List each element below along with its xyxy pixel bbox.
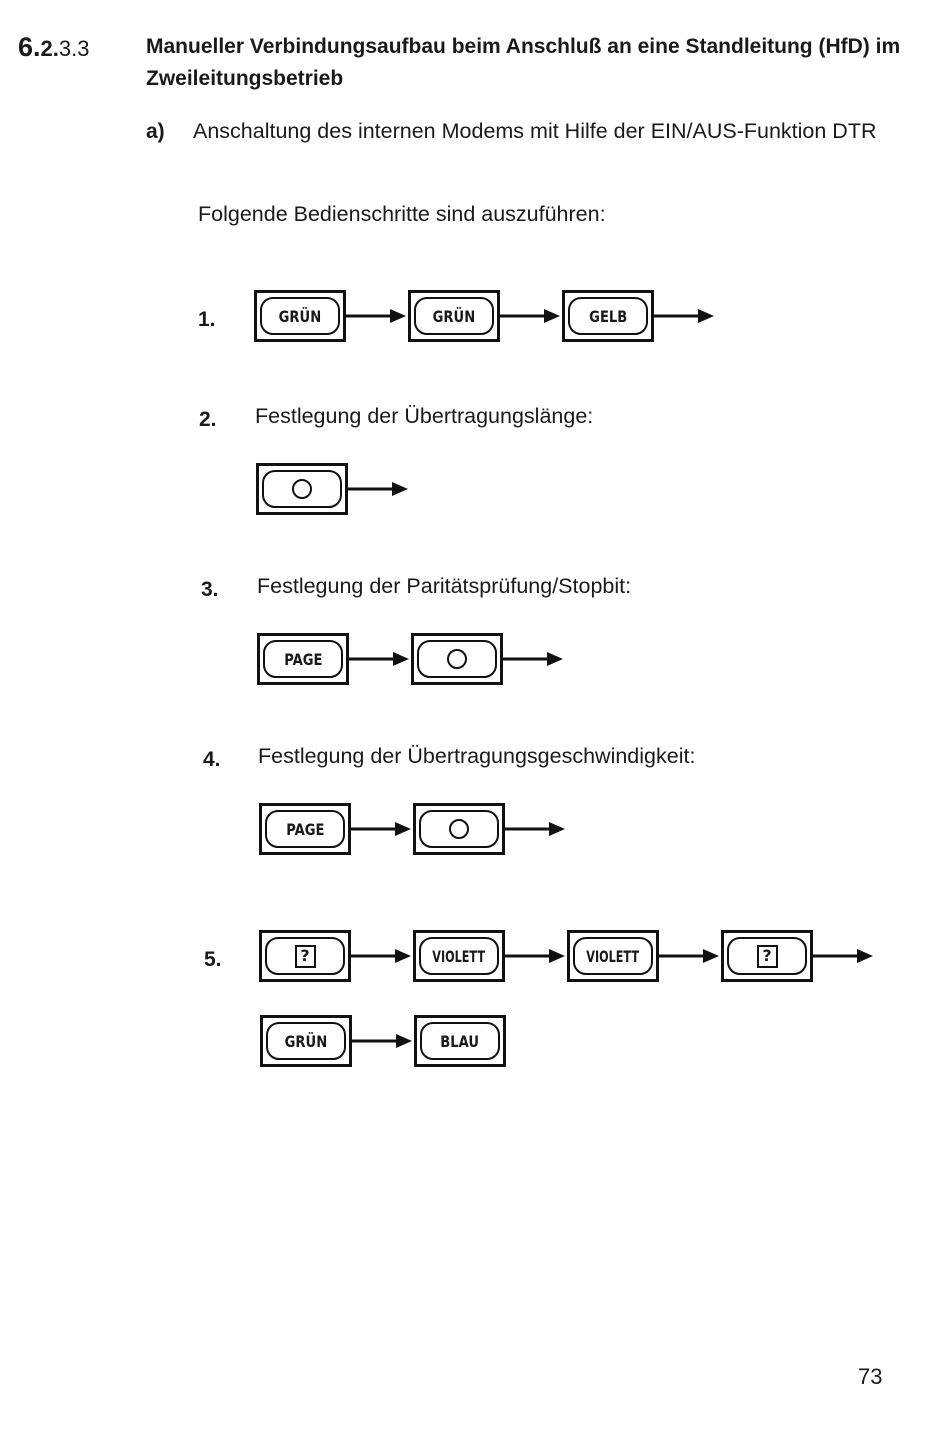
key-blau[interactable]: BLAU: [414, 1015, 506, 1067]
arrow-icon: [813, 949, 873, 963]
key-gruen[interactable]: GRÜN: [408, 290, 500, 342]
key-circle[interactable]: [256, 463, 348, 515]
key-violett[interactable]: VIOLETT: [413, 930, 505, 982]
arrow-icon: [505, 949, 565, 963]
step-text: Festlegung der Übertragungslänge:: [255, 404, 594, 428]
subsection-text: Anschaltung des internen Modems mit Hilf…: [193, 119, 877, 143]
key-question[interactable]: ?: [721, 930, 813, 982]
subsection-label: a): [146, 120, 165, 143]
key-gelb[interactable]: GELB: [562, 290, 654, 342]
step-number: 4.: [203, 748, 221, 771]
arrow-icon: [500, 309, 560, 323]
page-number: 73: [858, 1364, 883, 1389]
key-sequence: GRÜN BLAU: [260, 1015, 506, 1067]
circle-icon: [292, 479, 312, 499]
key-question[interactable]: ?: [259, 930, 351, 982]
key-sequence: PAGE: [257, 633, 565, 685]
step-text: Festlegung der Übertragungsgeschwindigke…: [258, 744, 696, 768]
arrow-icon: [348, 482, 408, 496]
question-icon: ?: [756, 944, 778, 968]
step-number: 1.: [198, 308, 216, 331]
question-icon: ?: [294, 944, 316, 968]
section-title: Manueller Verbindungsaufbau beim Anschlu…: [146, 35, 901, 90]
key-gruen[interactable]: GRÜN: [254, 290, 346, 342]
key-sequence: PAGE: [259, 803, 567, 855]
section-number: 6.2.3.3: [18, 32, 90, 62]
step-text: Festlegung der Paritätsprüfung/Stopbit:: [257, 574, 632, 598]
arrow-icon: [352, 1034, 412, 1048]
step-number: 5.: [204, 948, 222, 971]
key-circle[interactable]: [411, 633, 503, 685]
key-sequence: GRÜN GRÜN GELB: [254, 290, 716, 342]
arrow-icon: [503, 652, 563, 666]
arrow-icon: [659, 949, 719, 963]
arrow-icon: [505, 822, 565, 836]
arrow-icon: [346, 309, 406, 323]
arrow-icon: [351, 949, 411, 963]
arrow-icon: [349, 652, 409, 666]
key-page[interactable]: PAGE: [257, 633, 349, 685]
key-sequence: [256, 463, 410, 515]
key-circle[interactable]: [413, 803, 505, 855]
key-page[interactable]: PAGE: [259, 803, 351, 855]
key-sequence: ? VIOLETT VIOLETT ?: [259, 930, 875, 982]
circle-icon: [449, 819, 469, 839]
circle-icon: [447, 649, 467, 669]
step-number: 2.: [199, 408, 217, 431]
key-gruen[interactable]: GRÜN: [260, 1015, 352, 1067]
key-violett[interactable]: VIOLETT: [567, 930, 659, 982]
step-number: 3.: [201, 578, 219, 601]
intro-text: Folgende Bedienschritte sind auszuführen…: [198, 202, 606, 226]
arrow-icon: [351, 822, 411, 836]
arrow-icon: [654, 309, 714, 323]
